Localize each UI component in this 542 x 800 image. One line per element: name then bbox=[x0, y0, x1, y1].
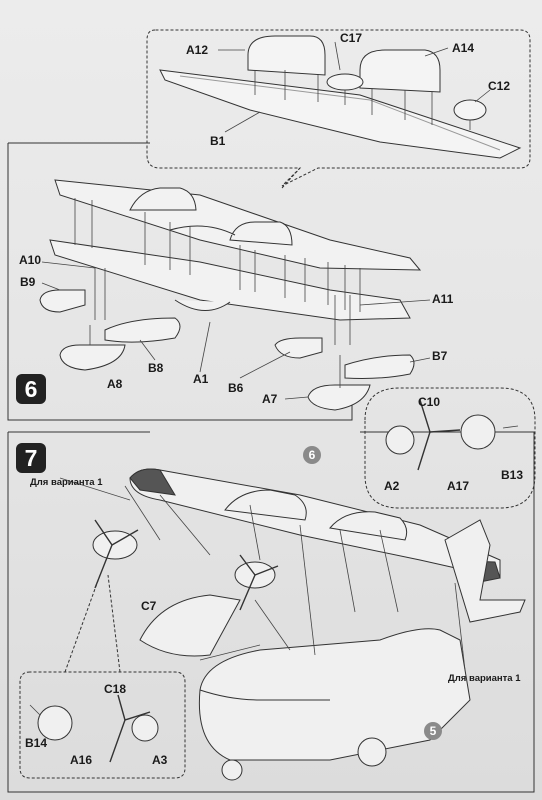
part-label-a3: A3 bbox=[152, 753, 168, 767]
propeller-detail-right bbox=[364, 387, 536, 509]
part-label-a14: A14 bbox=[452, 41, 475, 55]
part-label-b8: B8 bbox=[148, 361, 164, 375]
part-label-c10: C10 bbox=[418, 395, 441, 409]
wing-detail-callout bbox=[146, 29, 531, 187]
part-label-b9: B9 bbox=[20, 275, 36, 289]
part-label-a17: A17 bbox=[447, 479, 470, 493]
part-label-a8: A8 bbox=[107, 377, 123, 391]
step-7-badge: 7 bbox=[16, 443, 46, 473]
part-label-c12: C12 bbox=[488, 79, 511, 93]
subassembly-ref-6: 6 bbox=[303, 446, 321, 464]
part-label-c18: C18 bbox=[104, 682, 127, 696]
part-label-a10: A10 bbox=[19, 253, 42, 267]
part-label-a2: A2 bbox=[384, 479, 400, 493]
part-label-a12: A12 bbox=[186, 43, 209, 57]
part-label-b13: B13 bbox=[501, 468, 524, 482]
subassembly-ref-5: 5 bbox=[424, 722, 442, 740]
variant-note-left: Для варианта 1 bbox=[30, 477, 103, 488]
part-label-c7: C7 bbox=[141, 599, 157, 613]
part-label-a11: A11 bbox=[432, 292, 454, 306]
part-label-b14: B14 bbox=[25, 736, 48, 750]
step7-aircraft-drawing bbox=[37, 414, 526, 781]
step6-frame bbox=[7, 143, 353, 421]
part-label-b1: B1 bbox=[210, 134, 226, 148]
part-label-b7: B7 bbox=[432, 349, 448, 363]
step6-wing-drawing bbox=[39, 179, 422, 411]
top-wing-drawing bbox=[159, 35, 522, 159]
part-label-a16: A16 bbox=[70, 753, 93, 767]
part-label-a7: A7 bbox=[262, 392, 278, 406]
part-label-c17: C17 bbox=[340, 31, 363, 45]
part-label-a1: A1 bbox=[193, 372, 209, 386]
variant-note-right: Для варианта 1 bbox=[448, 673, 521, 684]
part-label-b6: B6 bbox=[228, 381, 244, 395]
step-6-badge: 6 bbox=[16, 374, 46, 404]
propeller-detail-left bbox=[19, 671, 186, 779]
